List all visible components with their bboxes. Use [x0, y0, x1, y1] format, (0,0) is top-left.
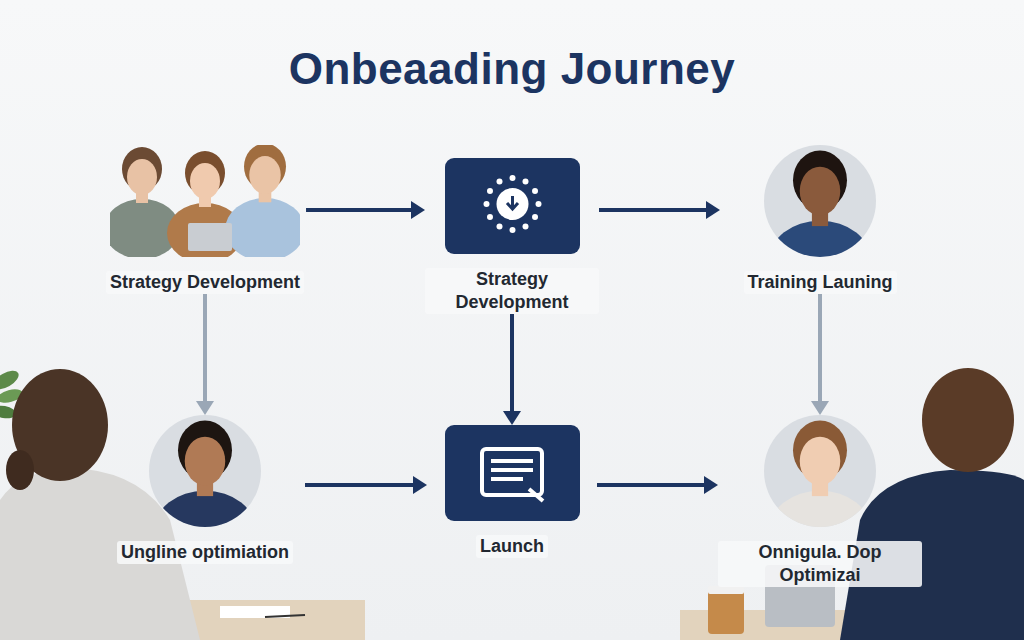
- flow-arrow: [503, 314, 521, 425]
- flow-arrow: [811, 294, 829, 415]
- flow-arrow: [306, 201, 425, 219]
- process-node: Launch: [427, 425, 597, 558]
- process-node: Onnigula. Dop Optimizai: [718, 415, 922, 587]
- flow-arrow: [305, 476, 427, 494]
- node-illustration: [445, 425, 580, 525]
- process-node: Ungline optimiation: [105, 415, 305, 564]
- node-label: Strategy Development: [425, 268, 599, 314]
- node-illustration: [755, 415, 885, 531]
- node-illustration: [755, 145, 885, 261]
- node-illustration: [445, 158, 580, 258]
- coffee-cup: [708, 588, 744, 634]
- flow-arrow: [599, 201, 720, 219]
- process-node: Strategy Development: [425, 158, 599, 314]
- flow-arrow: [196, 294, 214, 415]
- node-illustration: [110, 145, 300, 261]
- node-illustration: [140, 415, 270, 531]
- diagram-title: Onbeaading Journey: [0, 44, 1024, 94]
- pen: [265, 615, 305, 617]
- node-label: Onnigula. Dop Optimizai: [718, 541, 922, 587]
- seated-person: [840, 368, 1024, 640]
- node-label: Strategy Development: [106, 271, 304, 294]
- node-label: Training Launing: [744, 271, 897, 294]
- flow-arrow: [597, 476, 718, 494]
- node-label: Launch: [476, 535, 548, 558]
- node-label: Ungline optimiation: [117, 541, 293, 564]
- process-node: Training Launing: [720, 145, 920, 294]
- process-node: Strategy Development: [104, 145, 306, 294]
- cup-lid: [708, 586, 744, 594]
